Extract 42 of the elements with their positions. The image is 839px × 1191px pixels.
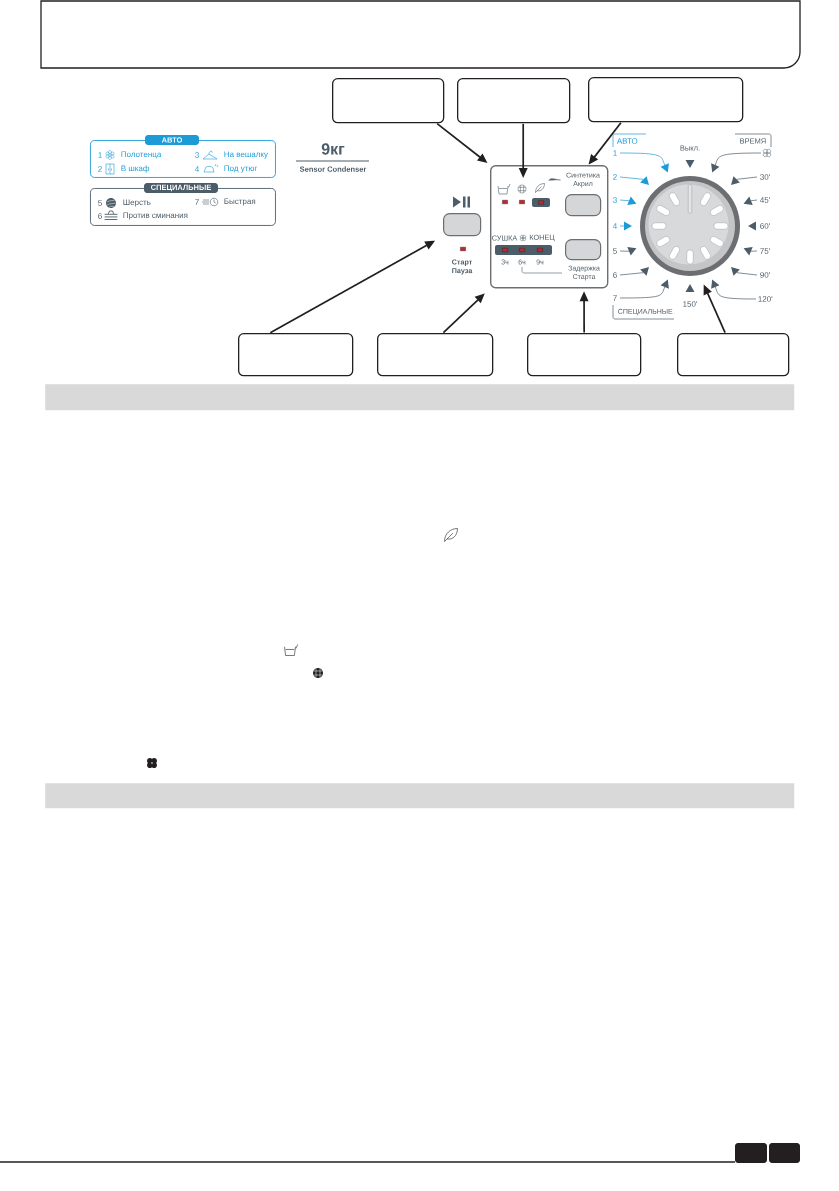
dial-number: 4	[612, 223, 617, 229]
item-number: 4	[195, 166, 199, 172]
leader-line	[548, 178, 561, 181]
item-label: Под утюг	[224, 165, 258, 173]
header-frame	[40, 0, 801, 69]
item-number: 6	[98, 213, 102, 219]
dial-label: 150'	[683, 301, 698, 307]
dial-number: 7	[613, 295, 617, 301]
item-number: 2	[98, 166, 102, 172]
dial-number: 5	[613, 248, 617, 254]
callout-box	[332, 78, 445, 124]
dial-number: 3	[613, 197, 617, 203]
dial-label: 45'	[760, 197, 770, 203]
item-label: Полотенца	[121, 151, 162, 159]
capacity-label: 9кг	[321, 143, 345, 155]
dial-label: 60'	[760, 223, 770, 229]
callout-box	[238, 333, 354, 377]
item-label: В шкаф	[121, 165, 150, 173]
callout-box	[588, 77, 744, 123]
item-number: 7	[195, 199, 199, 205]
dial-number: 6	[613, 272, 617, 278]
dial-label: 120'	[758, 296, 773, 302]
dial-number: 2	[613, 174, 617, 180]
item-label: Быстрая	[224, 198, 256, 206]
item-label: Против сминания	[123, 212, 188, 220]
dial-number: 1	[613, 150, 617, 156]
dial-label: 75'	[760, 248, 770, 254]
callout-box	[677, 333, 790, 377]
item-number: 1	[98, 152, 102, 158]
dial-label: 30'	[760, 174, 770, 180]
item-number: 5	[98, 200, 102, 206]
item-label: Шерсть	[123, 199, 151, 207]
dial-label: 90'	[760, 272, 770, 278]
callout-box	[457, 78, 571, 124]
section-bar	[45, 783, 795, 809]
item-label: На вешалку	[224, 151, 268, 159]
item-number: 3	[195, 152, 199, 158]
callout-box	[527, 333, 642, 377]
scale-heading: АВТО	[616, 138, 638, 144]
section-bar	[45, 384, 795, 411]
arrow	[442, 293, 485, 334]
callout-box	[377, 333, 494, 377]
